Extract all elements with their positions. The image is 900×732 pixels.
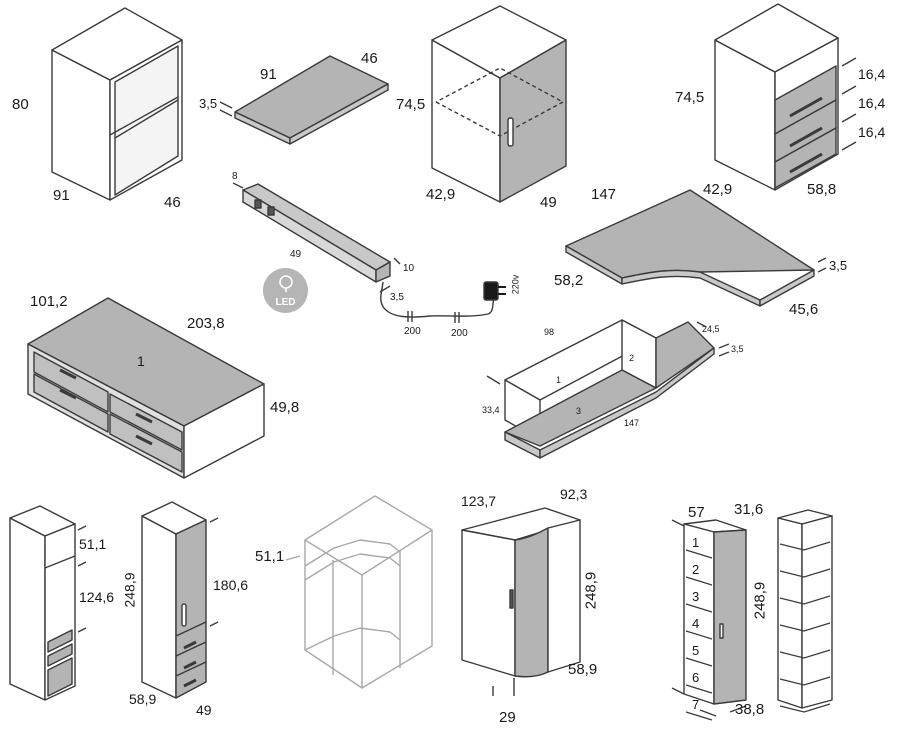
corner-desk-thickness: 3,5 [829, 258, 848, 273]
bed-base-length: 203,8 [187, 315, 225, 332]
corner-desk-length: 147 [591, 186, 617, 203]
pair-shelf-line-7 [779, 703, 831, 713]
open-shelf-height: 80 [12, 96, 29, 113]
shelf-line-7 [685, 711, 713, 721]
tall-column-door-height: 180,6 [213, 577, 249, 593]
wardrobe-frame-top: 51,1 [255, 548, 285, 565]
corner-shelf-length: 98 [544, 327, 555, 337]
drawer-cabinet-width: 42,9 [703, 181, 733, 198]
wardrobe-height: 248,9 [582, 571, 600, 610]
shelving-base: 38,8 [735, 701, 765, 718]
open-shelf-depth: 46 [164, 194, 181, 211]
shelf-number-2: 2 [692, 562, 700, 577]
corner-desk-depth-right: 45,6 [789, 301, 819, 318]
drawer-2-height: 16,4 [858, 95, 886, 111]
cable-2-length: 200 [451, 328, 468, 339]
wardrobe-depth: 58,9 [568, 661, 598, 678]
shelf-number-7: 7 [692, 697, 700, 712]
corner-wardrobe [461, 507, 581, 696]
tall-column-open-middle: 124,6 [79, 589, 115, 605]
drawer-3-height: 16,4 [858, 124, 886, 140]
drawer-cabinet-height: 74,5 [675, 89, 705, 106]
corner-wardrobe-frame [285, 495, 433, 689]
shelf-number-3: 3 [692, 589, 700, 604]
shelf-panel-thickness: 3,5 [199, 96, 218, 111]
wardrobe-door-offset: 29 [499, 709, 516, 726]
shelf-line-6 [685, 684, 713, 694]
shelving-column [671, 519, 747, 717]
shelving-height: 248,9 [751, 581, 769, 620]
door-cabinet-height: 74,5 [396, 96, 426, 113]
shelf-number-6: 6 [692, 670, 700, 685]
pair-shelf-line-3 [779, 595, 831, 605]
shelf-line-5 [685, 657, 713, 667]
shelf-panel-width: 91 [260, 66, 277, 83]
pair-shelf-line-5 [779, 649, 831, 659]
shelf-line-2 [685, 576, 713, 586]
shelf-line-1 [685, 549, 713, 559]
cable-1-length: 200 [404, 326, 421, 337]
led-bar-depth: 10 [403, 263, 415, 274]
shelf-panel-depth: 46 [361, 50, 378, 67]
led-bar-height: 8 [232, 171, 238, 182]
wardrobe-width-left: 123,7 [461, 493, 497, 509]
corner-shelf-depth-right: 24,5 [702, 324, 720, 334]
shelving-width: 31,6 [734, 501, 764, 518]
open-shelf-width: 91 [53, 187, 70, 204]
corner-shelf [486, 319, 730, 459]
door-cabinet-depth: 49 [540, 194, 557, 211]
bed-base-part-label: 1 [137, 353, 145, 369]
shelf-line-3 [685, 603, 713, 613]
corner-shelf-part-1: 1 [556, 375, 562, 385]
bed-base-width: 101,2 [30, 293, 68, 310]
corner-desk-depth-left: 58,2 [554, 272, 584, 289]
power-adapter-icon [483, 281, 506, 301]
drawer-cabinet-depth: 58,8 [807, 181, 837, 198]
door-cabinet-width: 42,9 [426, 186, 456, 203]
shelf-number-1: 1 [692, 535, 700, 550]
drawer-cabinet [714, 3, 857, 191]
shelf-line-4 [685, 630, 713, 640]
wardrobe-width-right: 92,3 [560, 486, 588, 502]
door-cabinet [431, 5, 567, 203]
tall-column-height: 248,9 [121, 572, 138, 608]
corner-shelf-height: 33,4 [482, 405, 500, 415]
shelf-number-5: 5 [692, 643, 700, 658]
open-shelf-unit [51, 7, 183, 201]
adapter-voltage: 220v [510, 274, 521, 295]
tall-column-width: 58,9 [129, 691, 157, 707]
shelving-column-pair [777, 509, 833, 709]
corner-desk [565, 189, 827, 307]
bed-base-height: 49,8 [270, 399, 300, 416]
pair-shelf-line-6 [779, 676, 831, 686]
tall-column-door [141, 501, 219, 699]
pair-shelf-line-4 [779, 622, 831, 632]
shelf-number-4: 4 [692, 616, 700, 631]
corner-shelf-thickness: 3,5 [731, 344, 744, 354]
led-bar-length: 49 [290, 249, 302, 260]
led-badge-label: LED [275, 297, 296, 308]
led-bar [232, 182, 495, 323]
corner-shelf-bottom-length: 147 [624, 418, 640, 428]
pair-shelf-line-1 [779, 541, 831, 551]
pair-shelf-line-2 [779, 568, 831, 578]
corner-shelf-part-3: 3 [576, 406, 582, 416]
shelf-panel [219, 55, 389, 145]
led-icon: LED [263, 268, 308, 313]
tall-column-open [9, 505, 87, 701]
tall-column-open-top: 51,1 [79, 536, 107, 552]
tall-column-depth: 49 [196, 702, 212, 718]
bed-base [27, 297, 265, 479]
corner-shelf-part-2: 2 [629, 353, 635, 363]
shelving-depth: 57 [688, 504, 705, 521]
shelving-column-shelves [685, 541, 831, 721]
led-bar-thickness: 3,5 [390, 292, 404, 303]
drawer-1-height: 16,4 [858, 66, 886, 82]
